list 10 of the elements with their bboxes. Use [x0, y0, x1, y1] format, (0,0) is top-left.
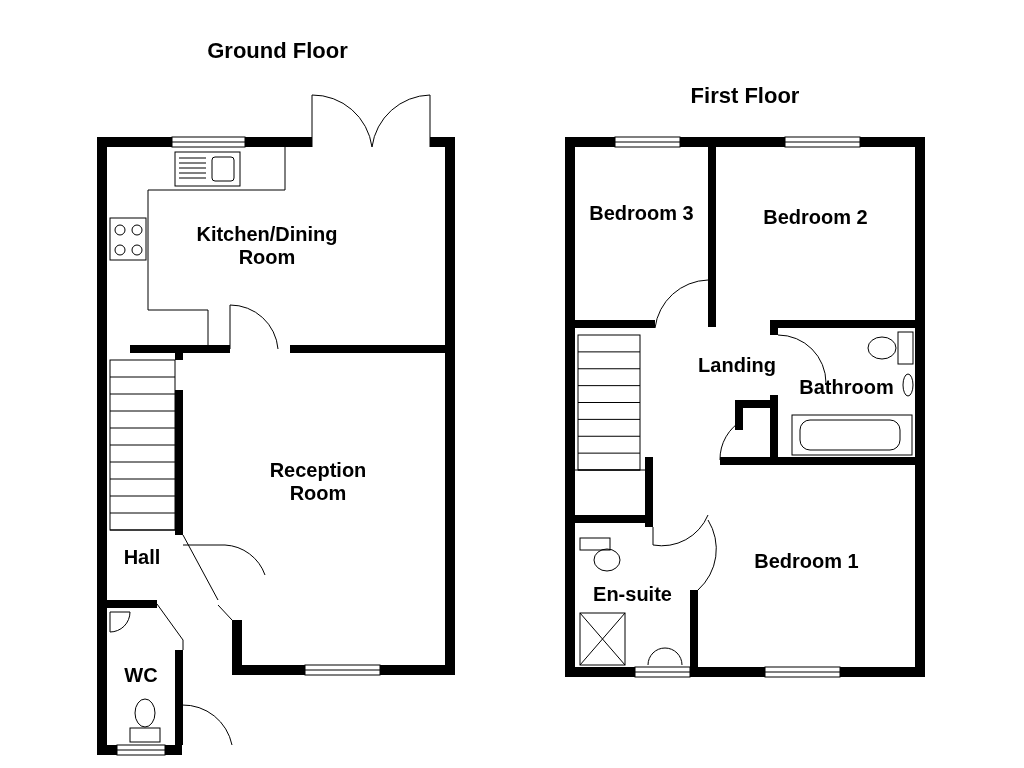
room-label: Bedroom 2: [716, 147, 915, 287]
floor-title: First Floor: [689, 83, 801, 109]
room-label: En-suite: [575, 570, 690, 618]
room-label: Bedroom 1: [698, 465, 915, 657]
floor-title: Ground Floor: [206, 38, 349, 64]
room-label: Kitchen/Dining Room: [167, 147, 367, 345]
room-label: Reception Room: [253, 353, 383, 611]
room-label: WC: [107, 640, 175, 710]
room-label: Hall: [107, 520, 177, 595]
room-label: Bedroom 3: [575, 147, 708, 280]
